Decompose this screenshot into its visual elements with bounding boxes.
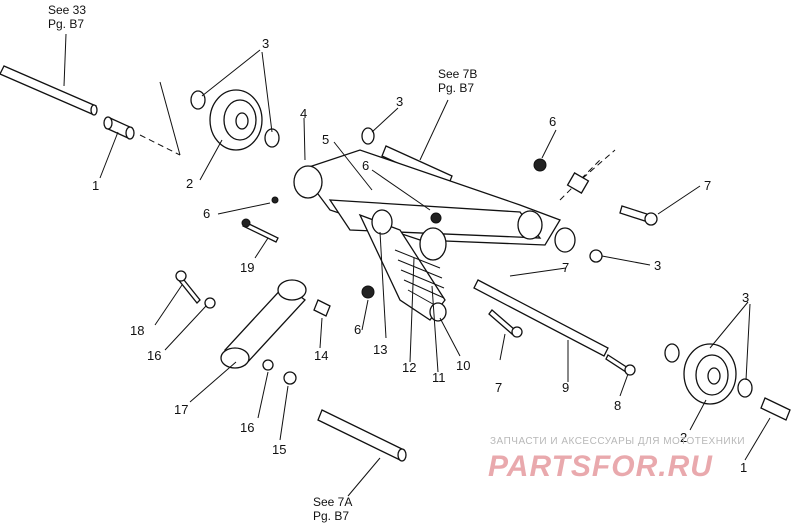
upper-axle-rod [0, 65, 98, 116]
callout-7: 7 [562, 260, 569, 275]
ref-see-7a-line1: See 7A [313, 495, 352, 509]
callout-3: 3 [262, 36, 269, 51]
callout-4: 4 [300, 106, 307, 121]
torque-arm [220, 279, 331, 369]
callout-17: 17 [174, 402, 188, 417]
callout-3: 3 [654, 258, 661, 273]
callout-16: 16 [240, 420, 254, 435]
callout-10: 10 [456, 358, 470, 373]
callout-14: 14 [314, 348, 328, 363]
upper-left-axis-line [139, 134, 181, 156]
callout-6: 6 [362, 158, 369, 173]
callout-19: 19 [240, 260, 254, 275]
callout-2: 2 [186, 176, 193, 191]
watermark-tagline: ЗАПЧАСТИ И АКСЕССУАРЫ ДЛЯ МОТОТЕХНИКИ [490, 436, 745, 447]
lower-cross-shaft [473, 279, 609, 357]
callout-3: 3 [396, 94, 403, 109]
shock-absorber [358, 209, 447, 322]
callout-7: 7 [495, 380, 502, 395]
callout-11: 11 [432, 370, 446, 385]
ref-see-7b-line2: Pg. B7 [438, 81, 474, 95]
upper-left-sleeve [103, 116, 135, 140]
callout-3: 3 [742, 290, 749, 305]
lower-rod [317, 409, 407, 462]
ref-see-7a-line2: Pg. B7 [313, 509, 349, 523]
watermark-brand: PARTSFOR.RU [488, 450, 713, 483]
callout-16: 16 [147, 348, 161, 363]
callout-13: 13 [373, 342, 387, 357]
upper-left-wheel [190, 89, 280, 151]
ref-see-33-line2: Pg. B7 [48, 17, 84, 31]
callout-1: 1 [92, 178, 99, 193]
callout-15: 15 [272, 442, 286, 457]
ref-see-33-line1: See 33 [48, 3, 86, 17]
callout-6: 6 [354, 322, 361, 337]
lower-right-wheel [664, 343, 791, 421]
callout-5: 5 [322, 132, 329, 147]
callout-9: 9 [562, 380, 569, 395]
callout-18: 18 [130, 323, 144, 338]
upper-left-break-line [159, 81, 181, 156]
nuts [271, 158, 547, 385]
washers [204, 249, 603, 371]
ref-see-7b-line1: See 7B [438, 67, 477, 81]
bolts [175, 205, 658, 376]
callout-2: 2 [680, 430, 687, 445]
callout-6: 6 [549, 114, 556, 129]
swing-arm-frame [293, 149, 616, 253]
leader-lines [63, 33, 771, 497]
callout-8: 8 [614, 398, 621, 413]
callout-1: 1 [740, 460, 747, 475]
callout-6: 6 [203, 206, 210, 221]
callout-12: 12 [402, 360, 416, 375]
callout-7: 7 [704, 178, 711, 193]
